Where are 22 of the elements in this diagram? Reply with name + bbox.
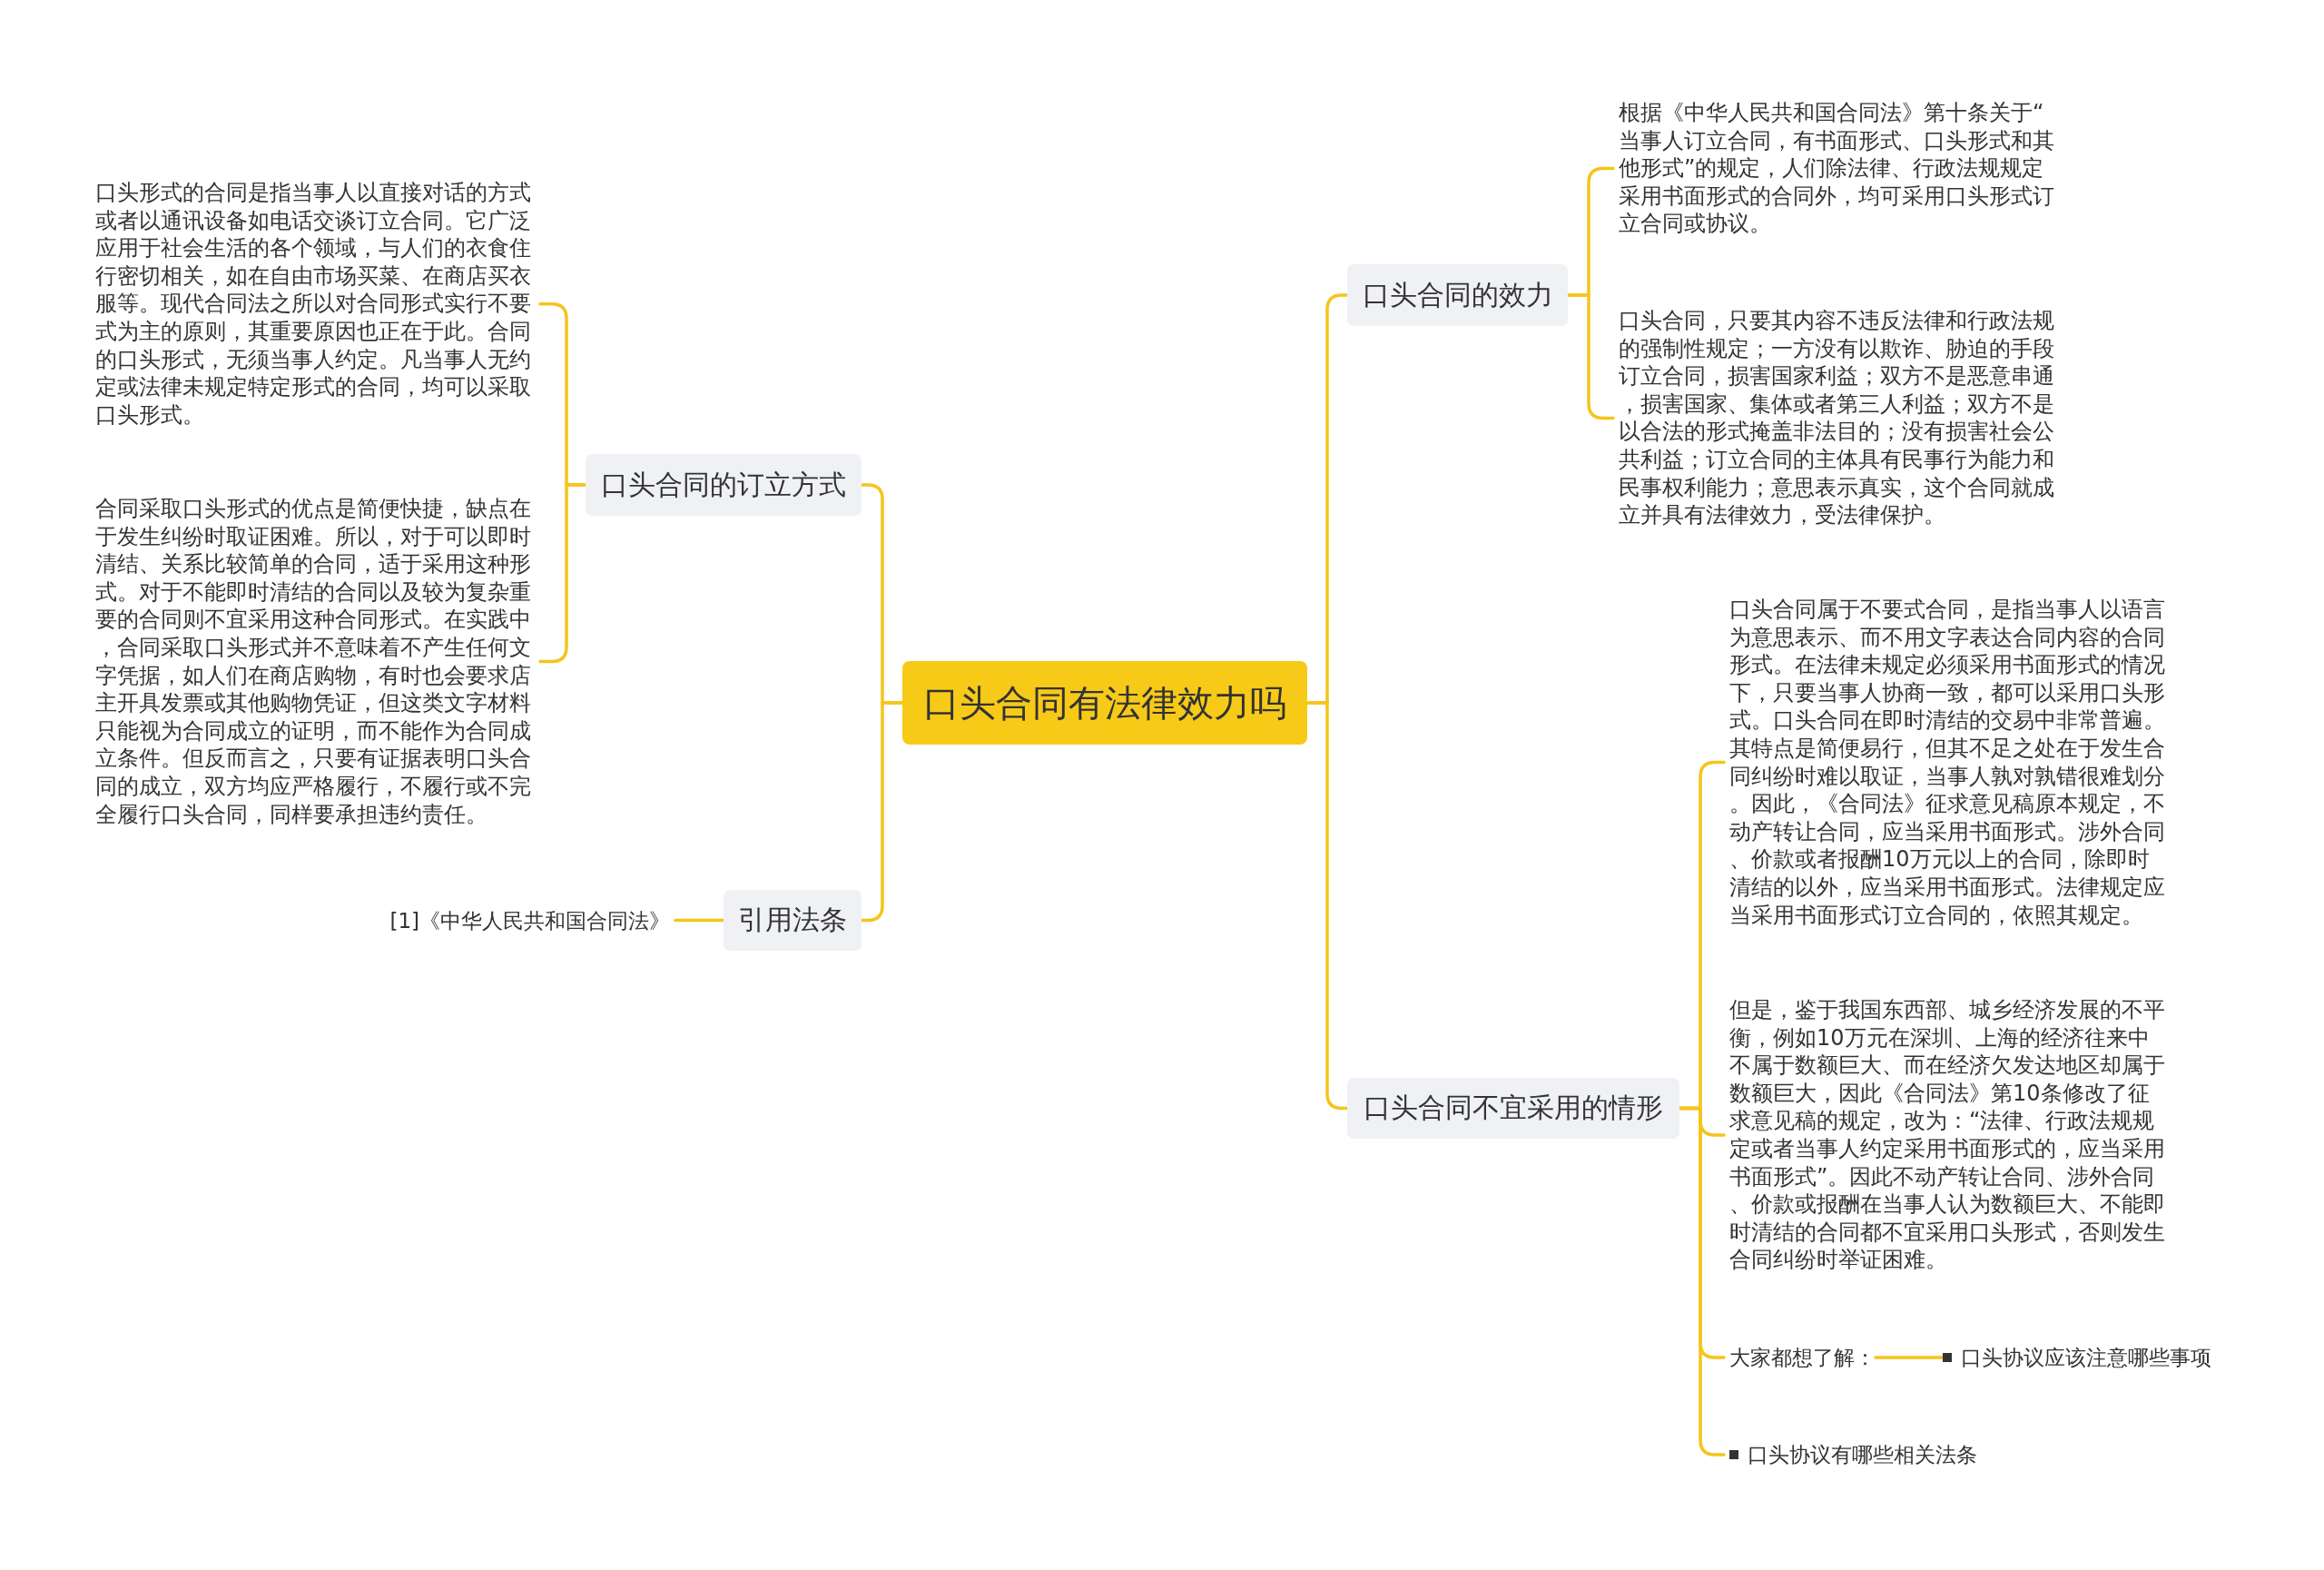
connector-line (1566, 293, 1615, 420)
note-text: 根据《中华人民共和国合同法》第十条关于“当事人订立合同，有书面形式、口头形式和其他形式”的规定，人们除法律、行政法规规定采用书面形式的合同外，均可采用口头形式订立合同或协议。 (1613, 99, 2058, 238)
prompt-text: 大家都想了解： (1724, 1344, 1876, 1371)
connector-line (860, 701, 904, 923)
connector-line (1678, 1106, 1726, 1456)
topic-box: 口头合同的订立方式 (586, 454, 862, 516)
topic-box: 引用法条 (724, 890, 862, 951)
connector-line (1305, 701, 1349, 1111)
topic-box: 口头合同的效力 (1347, 264, 1568, 326)
note-text: 合同采取口头形式的优点是简便快捷，缺点在于发生纠纷时取证困难。所以，对于可以即时清结、关系比较简单的合同，适于采用这种形式。对于不能即时清结的合同以及较为复杂重要的合同则不宜采用这种合同形式。在实践中，合同采取口头形式并不意味着不产生任何文字凭据，如人们在商店购物，有时也会要求店主开具发票或其他购物凭证，但这类文字材料只能视为合同成立的证明，而不能作为合同成立条件。但反而言之，只要有证据表明口头合同的成立，双方均应严格履行，不履行或不完全履行口头合同，同样要承担违约责任。 (95, 495, 540, 829)
note-text: 口头合同属于不要式合同，是指当事人以语言为意思表示、而不用文字表达合同内容的合同形式。在法律未规定必须采用书面形式的情况下，只要当事人协商一致，都可以采用口头形式。口头合同在即时清结的交易中非常普遍。其特点是简便易行，但其不足之处在于发生合同纠纷时难以取证，当事人孰对孰错很难划分。因此，《合同法》征求意见稿原本规定，不动产转让合同，应当采用书面形式。涉外合同、价款或者报酬10万元以上的合同，除即时清结的以外，应当采用书面形式。法律规定应当采用书面形式订立合同的，依照其规定。 (1724, 596, 2169, 930)
list-item-text: 口头协议有哪些相关法条 (1748, 1442, 1977, 1468)
note-text: 口头合同，只要其内容不违反法律和行政法规的强制性规定；一方没有以欺诈、胁迫的手段订立合同，损害国家利益；双方不是恶意串通，损害国家、集体或者第三人利益；双方不是以合法的形式掩盖非法目的；没有损害社会公共利益；订立合同的主体具有民事行为能力和民事权利能力；意思表示真实，这个合同就成立并具有法律效力，受法律保护。 (1613, 307, 2058, 529)
note-text: 口头形式的合同是指当事人以直接对话的方式或者以通讯设备如电话交谈订立合同。它广泛应用于社会生活的各个领域，与人们的衣食住行密切相关，如在自由市场买菜、在商店买衣服等。现代合同法之所以对合同形式实行不要式为主的原则，其重要原因也正在于此。合同的口头形式，无须当事人约定。凡当事人无约定或法律未规定特定形式的合同，均可以采取口头形式。 (95, 179, 540, 430)
note-text: 但是，鉴于我国东西部、城乡经济发展的不平衡，例如10万元在深圳、上海的经济往来中不属于数额巨大、而在经济欠发达地区却属于数额巨大，因此《合同法》第10条修改了征求意见稿的规定，改为：“法律、行政法规规定或者当事人约定采用书面形式的，应当采用书面形式”。因此不动产转让合同、涉外合同、价款或报酬在当事人认为数额巨大、不能即时清结的合同都不宜采用口头形式，否则发生合同纠纷时举证困难。 (1724, 996, 2169, 1274)
list-item-text: 口头协议应该注意哪些事项 (1961, 1345, 2211, 1371)
connector-line (538, 483, 587, 664)
central-topic-box: 口头合同有法律效力吗 (902, 661, 1307, 745)
reference-text: [1]《中华人民共和国合同法》 (389, 907, 675, 934)
connector-line (1874, 1356, 1945, 1359)
connector-line (674, 918, 725, 923)
topic-box: 口头合同不宜采用的情形 (1347, 1078, 1679, 1139)
